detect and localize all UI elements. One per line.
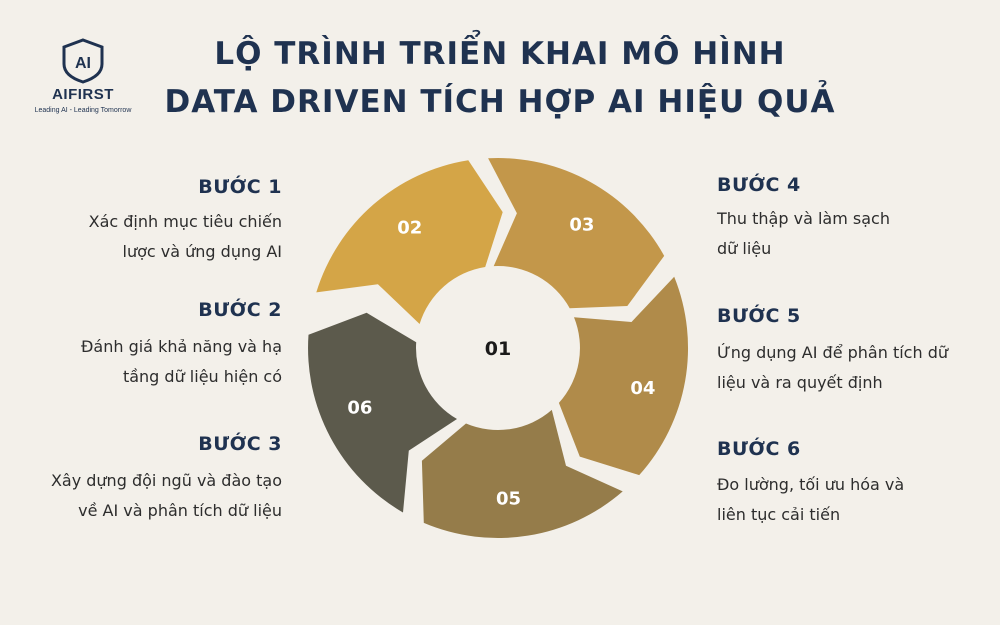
step-3-heading: BƯỚC 3 [198, 433, 282, 455]
step-2-line-1: Đánh giá khả năng và hạ [81, 337, 282, 356]
page-title-line-1: LỘ TRÌNH TRIỂN KHAI MÔ HÌNH [214, 36, 786, 72]
step-6-line-2: liên tục cải tiến [717, 505, 841, 524]
cycle-segment-02 [316, 160, 503, 324]
brand-name: AIFIRST [52, 86, 114, 103]
cycle-segment-label-06: 06 [347, 398, 372, 419]
cycle-segment-label-04: 04 [630, 378, 655, 399]
cycle-segment-04 [558, 276, 689, 476]
shield-logo-icon: AI [62, 38, 104, 84]
brand-logo: AI AIFIRST Leading AI - Leading Tomorrow [28, 38, 138, 114]
step-6-heading: BƯỚC 6 [717, 438, 801, 460]
step-1-heading: BƯỚC 1 [198, 176, 282, 198]
step-4-line-2: dữ liệu [717, 239, 772, 258]
step-2-heading: BƯỚC 2 [198, 299, 282, 321]
logo-monogram: AI [75, 55, 91, 72]
step-5-heading: BƯỚC 5 [717, 305, 801, 327]
cycle-segment-03 [488, 158, 665, 309]
cycle-segment-label-05: 05 [496, 489, 521, 510]
page-title-line-2: DATA DRIVEN TÍCH HỢP AI HIỆU QUẢ [164, 84, 836, 120]
cycle-segment-label-03: 03 [569, 215, 594, 236]
step-6-line-1: Đo lường, tối ưu hóa và [717, 475, 905, 494]
step-4-description: Thu thập và làm sạch dữ liệu [717, 204, 890, 264]
center-label: 01 [485, 338, 511, 360]
step-5-description: Ứng dụng AI để phân tích dữ liệu và ra q… [717, 338, 948, 398]
step-3-description: Xây dựng đội ngũ và đào tạo về AI và phâ… [51, 466, 282, 526]
step-5-line-1: Ứng dụng AI để phân tích dữ [717, 343, 948, 362]
step-2-description: Đánh giá khả năng và hạ tầng dữ liệu hiệ… [81, 332, 282, 392]
step-5-line-2: liệu và ra quyết định [717, 373, 883, 392]
step-4-heading: BƯỚC 4 [717, 174, 801, 196]
step-4-line-1: Thu thập và làm sạch [717, 209, 890, 228]
brand-tagline: Leading AI - Leading Tomorrow [34, 107, 132, 114]
cycle-segment-label-02: 02 [397, 218, 422, 239]
cycle-segment-05 [421, 409, 623, 539]
step-1-line-1: Xác định mục tiêu chiến [88, 212, 282, 231]
step-6-description: Đo lường, tối ưu hóa và liên tục cải tiế… [717, 470, 904, 530]
step-1-description: Xác định mục tiêu chiến lược và ứng dụng… [89, 207, 282, 267]
process-cycle-diagram: 02 03 04 05 06 01 [308, 158, 689, 539]
step-3-line-1: Xây dựng đội ngũ và đào tạo [50, 471, 282, 490]
step-2-line-2: tầng dữ liệu hiện có [122, 367, 282, 386]
step-3-line-2: về AI và phân tích dữ liệu [78, 501, 282, 520]
center-hub [417, 267, 579, 429]
cycle-segment-06 [308, 312, 457, 513]
step-1-line-2: lược và ứng dụng AI [122, 242, 282, 261]
